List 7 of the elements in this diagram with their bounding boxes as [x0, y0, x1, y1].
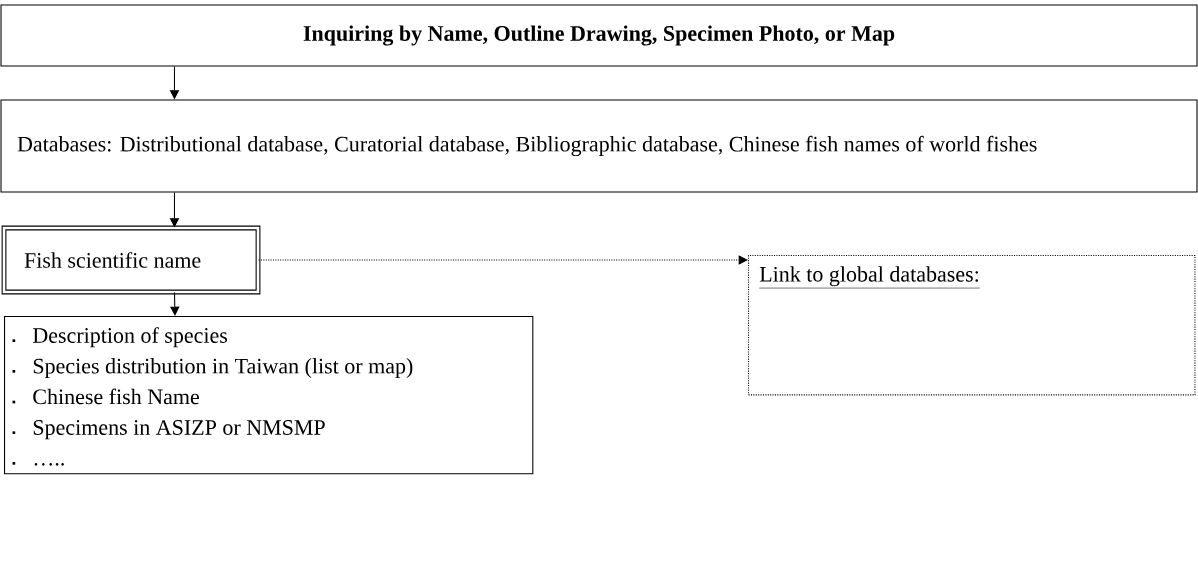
process-box: Fish scientific name	[1, 225, 261, 295]
arrow	[170, 292, 180, 316]
title-box: Inquiring by Name, Outline Drawing, Specimen Photo, or Map	[0, 4, 1198, 67]
list-box: Description of species Species distribution in Taiwan (list or map) Chinese fish Name Specimens in ASIZP or NMSMP …..	[4, 316, 534, 475]
arrow	[258, 255, 748, 265]
note-box: Link to global databases:	[748, 255, 1196, 396]
process-box: Databases: Distributional database, Curatorial database, Bibliographic database, Chinese fish names of world fishes	[0, 99, 1198, 193]
